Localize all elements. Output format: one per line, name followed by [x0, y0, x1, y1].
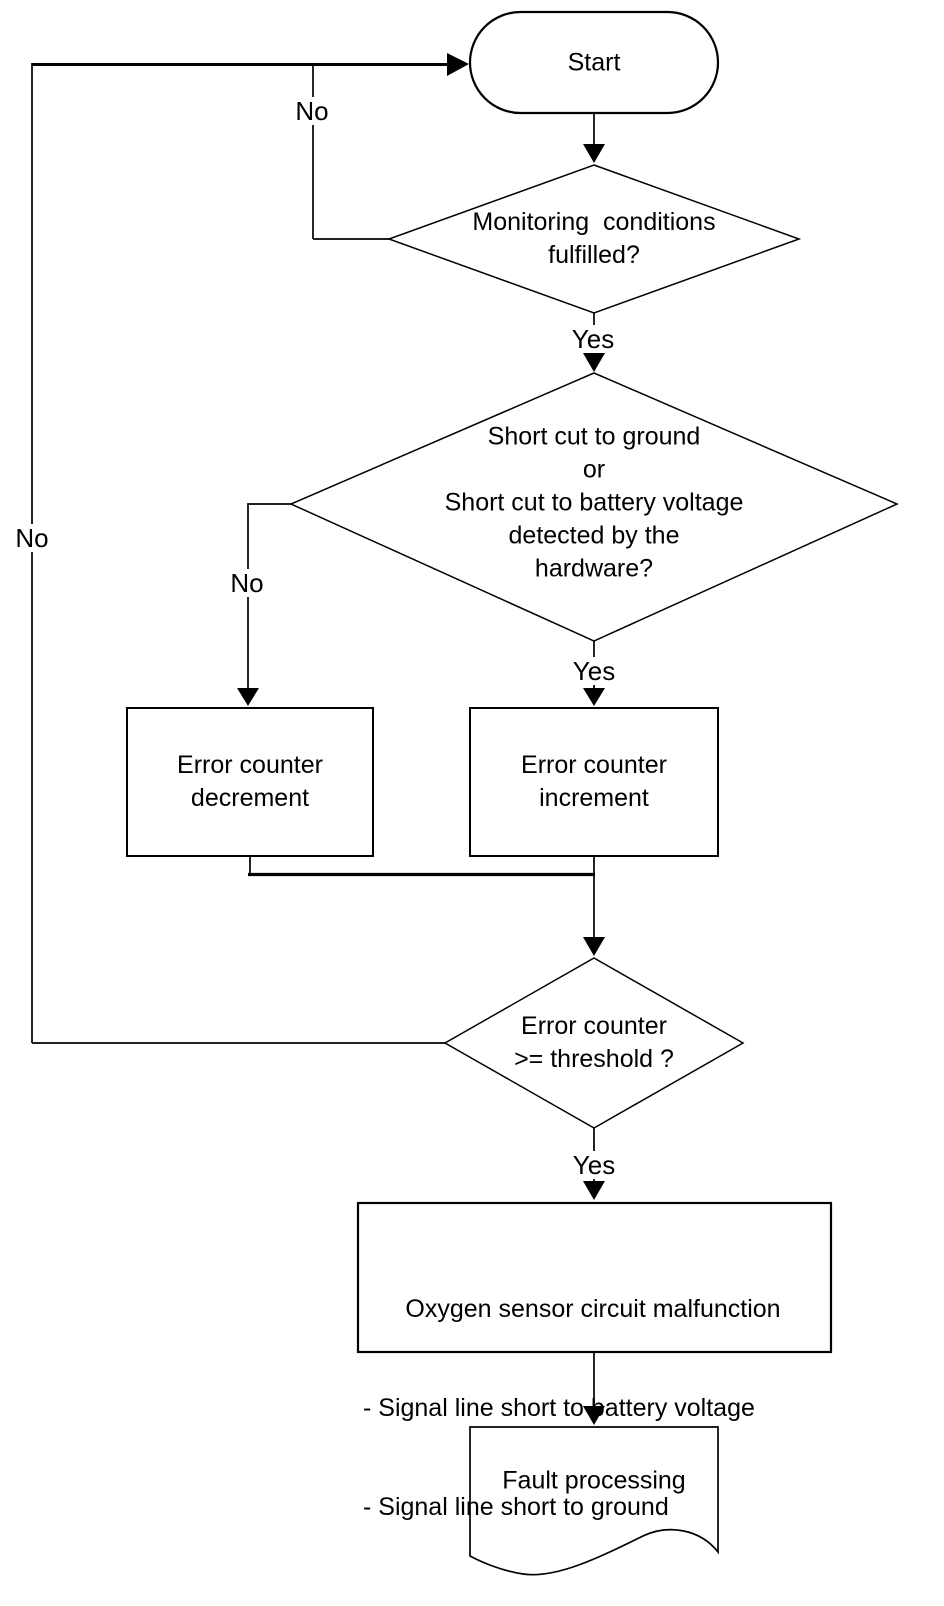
arrowhead-into-short-cut — [583, 353, 605, 372]
edge-label-yes-short-cut: Yes — [569, 657, 619, 685]
process-decrement-label: Error counter decrement — [177, 751, 323, 812]
decision-threshold-label: Error counter >= threshold ? — [514, 1012, 674, 1073]
edge-label-yes-monitoring: Yes — [568, 325, 618, 353]
malfunction-title: Oxygen sensor circuit malfunction — [405, 1295, 781, 1323]
document-fault-shape — [469, 1426, 719, 1576]
arrowhead-into-threshold — [583, 937, 605, 956]
edge-label-no-threshold-loop: No — [12, 524, 52, 552]
arrowhead-into-increment — [583, 688, 605, 706]
decision-monitoring-label: Monitoring conditions fulfilled? — [472, 208, 716, 269]
process-increment-label: Error counter increment — [521, 751, 667, 812]
edge-no-short-cut — [247, 503, 291, 688]
process-malfunction-label: Oxygen sensor circuit malfunction - Sign… — [363, 1227, 823, 1590]
edge-label-no-short-cut: No — [227, 569, 267, 597]
process-malfunction-shape — [356, 1201, 833, 1354]
decision-short-cut-label: Short cut to ground or Short cut to batt… — [444, 422, 744, 583]
arrowhead-into-malfunction — [583, 1181, 605, 1200]
process-decrement-shape — [126, 707, 374, 857]
edge-label-no-monitoring: No — [292, 97, 332, 125]
malfunction-item-ground: - Signal line short to ground — [363, 1493, 669, 1521]
arrowhead-into-fault — [583, 1406, 605, 1425]
malfunction-item-battery: - Signal line short to battery voltage — [363, 1394, 755, 1422]
arrowhead-into-monitoring — [583, 144, 605, 163]
arrowhead-into-start — [447, 53, 469, 76]
arrowhead-into-decrement — [237, 688, 259, 706]
document-fault-label: Fault processing — [502, 1466, 686, 1495]
start-label: Start — [567, 48, 621, 77]
edge-label-yes-threshold: Yes — [569, 1151, 619, 1179]
